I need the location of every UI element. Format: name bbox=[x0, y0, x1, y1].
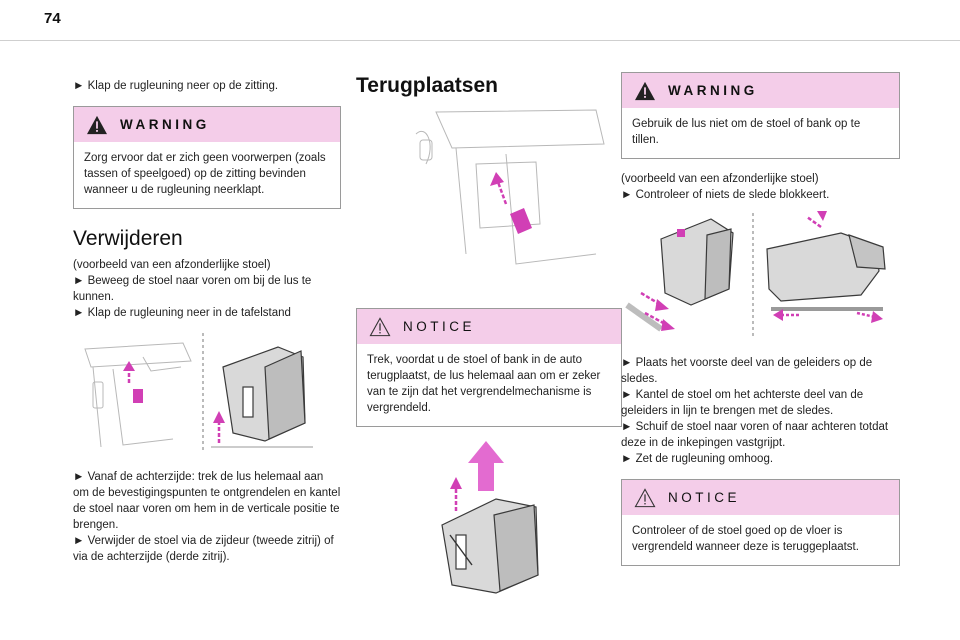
page-number: 74 bbox=[44, 10, 61, 27]
reinstall-step: ► Zet de rugleuning omhoog. bbox=[621, 453, 774, 465]
notice-label: NOTICE bbox=[403, 319, 476, 334]
remove-step: ► Vanaf de achterzijde: trek de lus hele… bbox=[73, 471, 341, 531]
reinstall-step: ► Schuif de stoel naar voren of naar ach… bbox=[621, 421, 889, 449]
seat-lift-illustration bbox=[441, 441, 539, 594]
intro-step: ► Klap de rugleuning neer op de zitting. bbox=[73, 80, 279, 92]
warning-header: WARNING bbox=[74, 107, 340, 142]
warning-box-right: WARNING Gebruik de lus niet om de stoel … bbox=[621, 72, 900, 159]
warning-text: Gebruik de lus niet om de stoel of bank … bbox=[632, 118, 861, 146]
remove-step: ► Verwijder de stoel via de zijdeur (twe… bbox=[73, 535, 334, 563]
warning-triangle-icon bbox=[635, 81, 655, 100]
notice-box-right: NOTICE Controleer of de stoel goed op de… bbox=[621, 479, 900, 566]
notice-header-right: NOTICE bbox=[622, 480, 899, 515]
header-rule bbox=[0, 40, 960, 41]
notice-triangle-icon bbox=[369, 316, 391, 336]
check-line: (voorbeeld van een afzonderlijke stoel) bbox=[621, 173, 819, 185]
check-line: ► Controleer of niets de slede blokkeert… bbox=[621, 189, 830, 201]
reinstall-step: ► Kantel de stoel om het achterste deel … bbox=[621, 389, 864, 417]
section-heading-reinstall: Terugplaatsen bbox=[356, 74, 498, 97]
seat-removal-illustration bbox=[84, 333, 313, 451]
reinstall-illustration-top bbox=[356, 104, 624, 274]
remove-line: (voorbeeld van een afzonderlijke stoel) bbox=[73, 259, 271, 271]
warning-text: Zorg ervoor dat er zich geen voorwerpen … bbox=[84, 152, 326, 196]
reinstall-illustration-bottom bbox=[356, 435, 624, 605]
seat-slide-illustration bbox=[625, 211, 886, 339]
slide-illustration bbox=[621, 209, 889, 345]
warning-label: WARNING bbox=[668, 83, 758, 98]
notice-triangle-icon bbox=[634, 487, 656, 507]
column-left: ► Klap de rugleuning neer op de zitting.… bbox=[73, 78, 341, 565]
warning-header-right: WARNING bbox=[622, 73, 899, 108]
column-right: WARNING Gebruik de lus niet om de stoel … bbox=[621, 72, 900, 566]
remove-line: ► Beweeg de stoel naar voren om bij de l… bbox=[73, 275, 312, 303]
reinstall-step: ► Plaats het voorste deel van de geleide… bbox=[621, 357, 873, 385]
notice-header: NOTICE bbox=[357, 309, 621, 344]
notice-text: Trek, voordat u de stoel of bank in de a… bbox=[367, 354, 601, 414]
warning-box: WARNING Zorg ervoor dat er zich geen voo… bbox=[73, 106, 341, 209]
remove-line: ► Klap de rugleuning neer in de tafelsta… bbox=[73, 307, 291, 319]
warning-triangle-icon bbox=[87, 115, 107, 134]
seat-loop-illustration bbox=[415, 109, 605, 265]
notice-text: Controleer of de stoel goed op de vloer … bbox=[632, 525, 859, 553]
notice-label: NOTICE bbox=[668, 490, 741, 505]
column-middle: Terugplaatsen NOTICE Trek, vo bbox=[356, 74, 624, 605]
section-heading-remove: Verwijderen bbox=[73, 227, 183, 250]
remove-illustration bbox=[73, 327, 341, 457]
notice-box: NOTICE Trek, voordat u de stoel of bank … bbox=[356, 308, 622, 427]
warning-label: WARNING bbox=[120, 117, 210, 132]
